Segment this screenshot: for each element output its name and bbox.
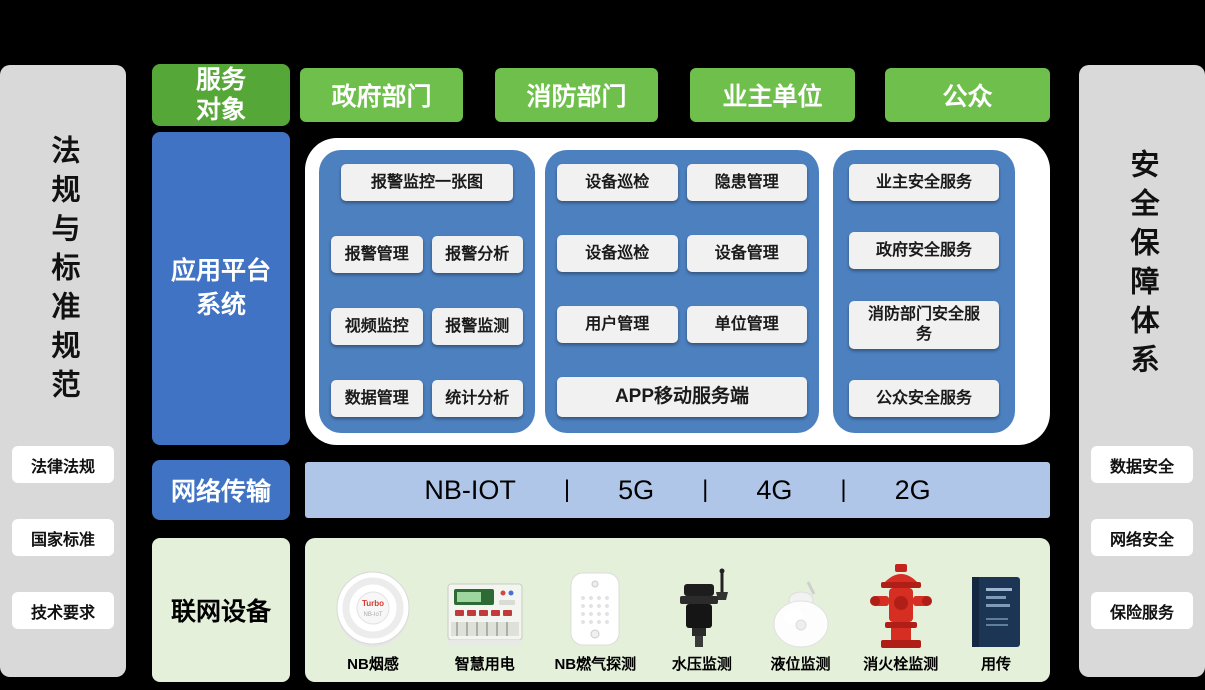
platform-module: 视频监控 (331, 308, 423, 345)
fire-hydrant-icon (865, 548, 937, 650)
smart-power-meter-icon (445, 548, 525, 650)
network-separator: | (563, 476, 571, 503)
left-panel-item-national-standards: 国家标准 (12, 519, 114, 556)
network-item-5g: 5G (618, 474, 655, 505)
device-item: 智慧用电 (445, 548, 525, 674)
platform-group-management: 设备巡检 隐患管理 设备巡检 设备管理 用户管理 单位管理 APP移动服务端 (545, 150, 819, 433)
platform-module: 单位管理 (686, 306, 807, 343)
platform-label: 应用平台系统 (152, 132, 290, 445)
network-item-2g: 2G (894, 474, 931, 505)
left-panel-item-technical-requirements: 技术要求 (12, 592, 114, 629)
device-item: 消火栓监测 (863, 548, 938, 674)
service-item-fire-department: 消防部门 (495, 68, 658, 122)
platform-module: 数据管理 (331, 380, 423, 417)
platform-module: 设备巡检 (557, 235, 678, 272)
platform-module: 报警监控一张图 (341, 164, 513, 201)
device-label: 液位监测 (770, 656, 831, 673)
platform-module: 用户管理 (557, 306, 678, 343)
platform-module: 隐患管理 (686, 164, 807, 201)
right-panel-item-insurance-service: 保险服务 (1091, 592, 1193, 629)
platform-group-monitoring: 报警监控一张图 报警管理 报警分析 视频监控 报警监测 数据管理 统计分析 (319, 150, 535, 433)
device-item: 液位监测 (768, 548, 834, 674)
service-item-government: 政府部门 (300, 68, 463, 122)
devices-label: 联网设备 (152, 538, 290, 682)
left-panel: 法规与标准规范 法律法规 国家标准 技术要求 (0, 65, 126, 677)
platform-group-services: 业主安全服务 政府安全服务 消防部门安全服务 公众安全服务 (833, 150, 1015, 433)
right-panel-item-network-security: 网络安全 (1091, 519, 1193, 556)
device-item: NB燃气探测 (554, 548, 636, 674)
service-targets-label: 服务对象 (152, 64, 290, 126)
platform-box: 报警监控一张图 报警管理 报警分析 视频监控 报警监测 数据管理 统计分析 设备… (305, 138, 1050, 445)
left-panel-item-laws: 法律法规 (12, 446, 114, 483)
platform-module: 消防部门安全服务 (849, 300, 999, 349)
platform-module: 设备巡检 (557, 164, 678, 201)
platform-module: 业主安全服务 (849, 164, 999, 201)
platform-module: 报警管理 (331, 236, 423, 273)
devices-box: Turbo NB-IoT NB烟感 (305, 538, 1050, 682)
network-separator: | (840, 476, 847, 503)
service-item-public: 公众 (885, 68, 1050, 122)
right-panel-title: 安全保障体系 (1126, 149, 1158, 383)
liquid-level-sensor-icon (768, 548, 834, 650)
svg-text:Turbo: Turbo (362, 599, 384, 608)
network-bar: NB-IOT | 5G | 4G | 2G (305, 462, 1050, 518)
device-label: 智慧用电 (454, 656, 515, 673)
network-item-4g: 4G (756, 474, 793, 505)
device-item: 水压监测 (666, 548, 738, 674)
platform-module: 报警监测 (431, 308, 523, 345)
device-label: NB燃气探测 (554, 656, 637, 673)
device-item: 用传 (968, 548, 1024, 674)
device-label: 消火栓监测 (863, 656, 939, 673)
smoke-detector-icon: Turbo NB-IoT (331, 548, 415, 650)
water-pressure-sensor-icon (666, 548, 738, 650)
device-item: Turbo NB-IoT NB烟感 (331, 548, 415, 674)
right-panel-item-data-security: 数据安全 (1091, 446, 1193, 483)
service-item-owner-unit: 业主单位 (690, 68, 855, 122)
platform-module: 设备管理 (686, 235, 807, 272)
network-item-nbiot: NB-IOT (424, 474, 516, 505)
right-panel: 安全保障体系 数据安全 网络安全 保险服务 (1079, 65, 1205, 677)
platform-module: 政府安全服务 (849, 232, 999, 270)
platform-module: 报警分析 (431, 236, 523, 273)
device-label: 用传 (980, 656, 1011, 673)
device-label: 水压监测 (671, 656, 732, 673)
left-panel-title: 法规与标准规范 (47, 135, 79, 408)
platform-module: 公众安全服务 (849, 379, 999, 417)
device-label: NB烟感 (347, 656, 399, 673)
svg-text:NB-IoT: NB-IoT (363, 612, 382, 618)
gas-detector-icon (564, 548, 626, 650)
network-label: 网络传输 (152, 460, 290, 520)
transmission-device-icon (968, 548, 1024, 650)
platform-module: 统计分析 (431, 380, 523, 417)
network-separator: | (702, 476, 709, 503)
platform-module-app: APP移动服务端 (557, 377, 807, 417)
